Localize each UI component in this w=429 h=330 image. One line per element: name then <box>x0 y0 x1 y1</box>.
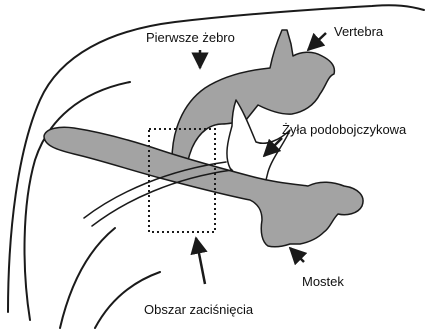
label-vertebra: Vertebra <box>334 24 384 39</box>
label-first-rib: Pierwsze żebro <box>146 30 235 45</box>
label-compression-area: Obszar zaciśnięcia <box>144 302 254 317</box>
arrow-compression-area <box>196 238 205 284</box>
arrow-vertebra <box>308 33 326 50</box>
clavicle-and-sternum <box>44 127 363 247</box>
label-sternum: Mostek <box>302 274 344 289</box>
arrow-sternum <box>290 248 304 262</box>
label-subclavian-vein: Żyła podobojczykowa <box>282 122 407 137</box>
